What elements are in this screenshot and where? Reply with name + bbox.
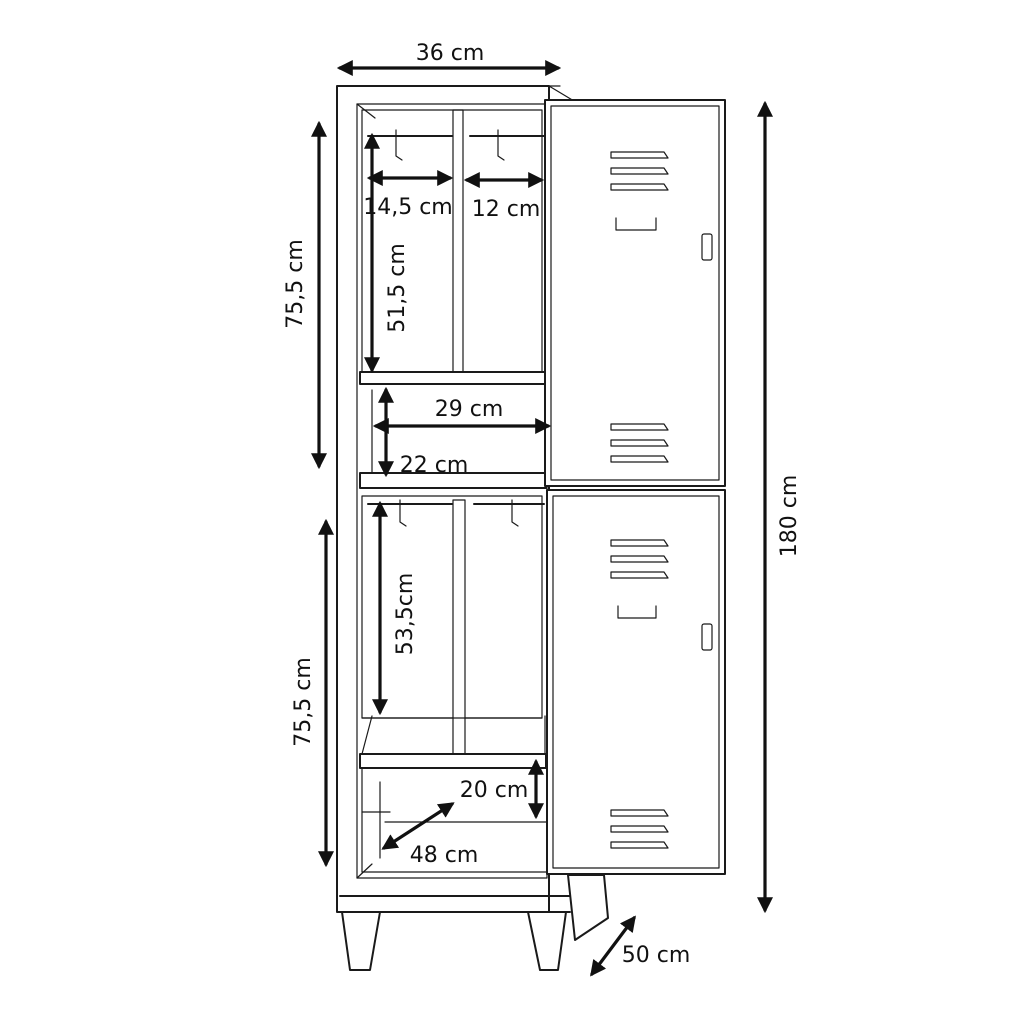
label-shelf-width: 29 cm bbox=[435, 397, 504, 422]
label-upper-compartment-height: 75,5 cm bbox=[283, 239, 308, 329]
upper-door bbox=[544, 99, 726, 487]
label-total-height: 180 cm bbox=[777, 475, 802, 558]
label-shelf-height: 22 cm bbox=[400, 453, 469, 478]
vent-slot-icon bbox=[610, 423, 669, 463]
handle-slot bbox=[617, 605, 657, 619]
overall-depth-arrow bbox=[590, 915, 636, 977]
label-inner-right-width: 12 cm bbox=[472, 197, 541, 222]
vent-slot-icon bbox=[610, 151, 669, 191]
vent-slot-icon bbox=[610, 809, 669, 849]
lower-door bbox=[546, 489, 726, 875]
label-width-top: 36 cm bbox=[416, 41, 485, 66]
label-lower-compartment-height: 75,5 cm bbox=[291, 657, 316, 747]
label-overall-depth: 50 cm bbox=[622, 943, 691, 968]
label-inner-left-width: 14,5 cm bbox=[363, 195, 453, 220]
door-handle-icon bbox=[701, 233, 713, 261]
dimension-arrow-icon bbox=[311, 60, 773, 977]
door-handle-icon bbox=[701, 623, 713, 651]
hanger-hook-icon bbox=[497, 129, 505, 161]
label-bottom-shelf-height: 20 cm bbox=[460, 778, 529, 803]
hanger-hook-icon bbox=[399, 499, 407, 527]
label-upper-hanging-height: 51,5 cm bbox=[385, 243, 410, 333]
hanger-hook-icon bbox=[511, 499, 519, 527]
vent-slot-icon bbox=[610, 539, 669, 579]
label-bottom-depth: 48 cm bbox=[410, 843, 479, 868]
handle-slot bbox=[615, 217, 657, 231]
hanger-hook-icon bbox=[395, 129, 403, 161]
bottom-depth-arrow bbox=[381, 802, 455, 850]
label-lower-hanging-height: 53,5cm bbox=[393, 573, 418, 656]
